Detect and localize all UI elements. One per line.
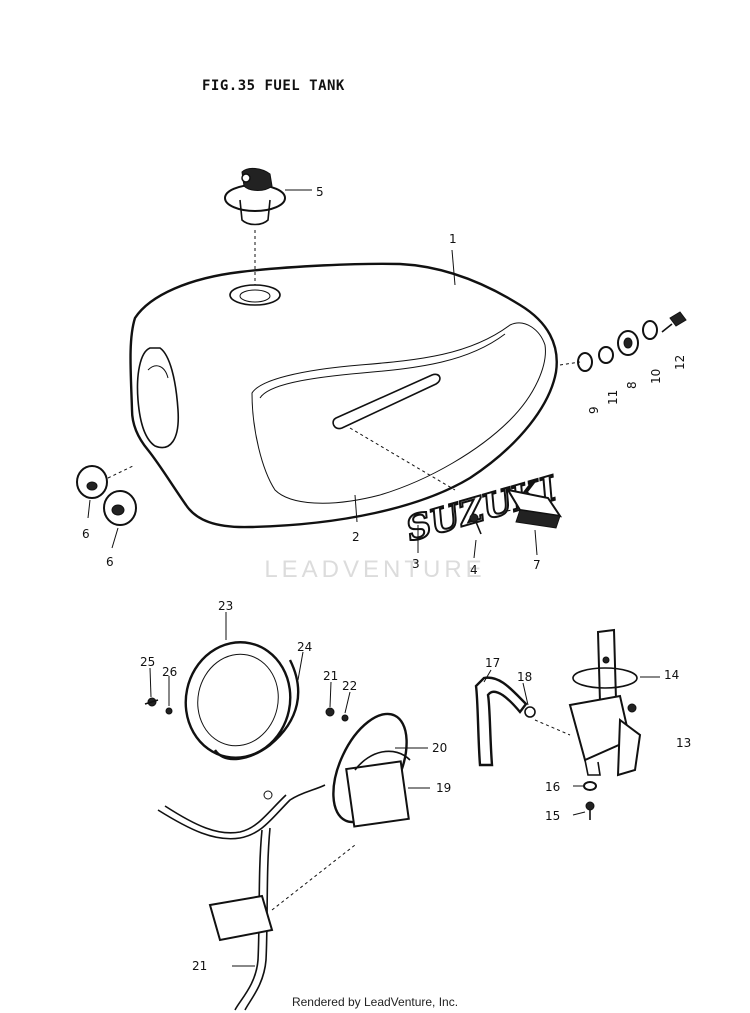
callout-6-front: 6 — [82, 527, 90, 541]
callout-22: 22 — [342, 679, 357, 693]
callout-8: 8 — [625, 381, 639, 389]
callout-2: 2 — [352, 530, 360, 544]
figure-title: FIG.35 FUEL TANK — [202, 78, 345, 94]
callout-4: 4 — [470, 563, 478, 577]
callout-25: 25 — [140, 655, 155, 669]
callout-1: 1 — [449, 232, 457, 246]
callout-21-top: 21 — [323, 669, 338, 683]
fuel-cock-assembly — [474, 628, 660, 820]
rubber-pad — [505, 488, 563, 529]
fuel-gauge-unit — [144, 641, 430, 828]
fuel-tank — [129, 230, 558, 529]
callout-14: 14 — [664, 668, 679, 682]
callout-19: 19 — [436, 781, 451, 795]
tank-cushion-rear — [103, 490, 137, 526]
fuel-cap — [224, 167, 312, 226]
callout-20: 20 — [432, 741, 447, 755]
callout-6-rear: 6 — [106, 555, 114, 569]
callout-5: 5 — [316, 185, 324, 199]
callout-12: 12 — [673, 355, 687, 370]
callout-21-bottom: 21 — [192, 959, 207, 973]
callout-16: 16 — [545, 780, 560, 794]
tank-cushion-front — [76, 464, 136, 499]
callout-11: 11 — [606, 390, 620, 405]
callout-9: 9 — [587, 406, 601, 414]
leader-lines — [87, 249, 586, 816]
callout-23: 23 — [218, 599, 233, 613]
callout-17: 17 — [485, 656, 500, 670]
mount-bolt-stack — [559, 311, 687, 372]
callout-24: 24 — [297, 640, 312, 654]
callout-13: 13 — [676, 736, 691, 750]
gauge-wire-harness — [157, 784, 356, 1011]
callout-7: 7 — [533, 558, 541, 572]
footer-credit: Rendered by LeadVenture, Inc. — [291, 995, 459, 1009]
emblem-screw — [469, 513, 482, 535]
callout-15: 15 — [545, 809, 560, 823]
callout-3: 3 — [412, 557, 420, 571]
callout-10: 10 — [649, 369, 663, 384]
callout-26: 26 — [162, 665, 177, 679]
callout-labels: 1 2 3 4 5 6 6 7 8 9 10 11 12 13 14 15 16… — [82, 185, 691, 973]
watermark: LEADVENTURE — [264, 556, 486, 583]
callout-18: 18 — [517, 670, 532, 684]
